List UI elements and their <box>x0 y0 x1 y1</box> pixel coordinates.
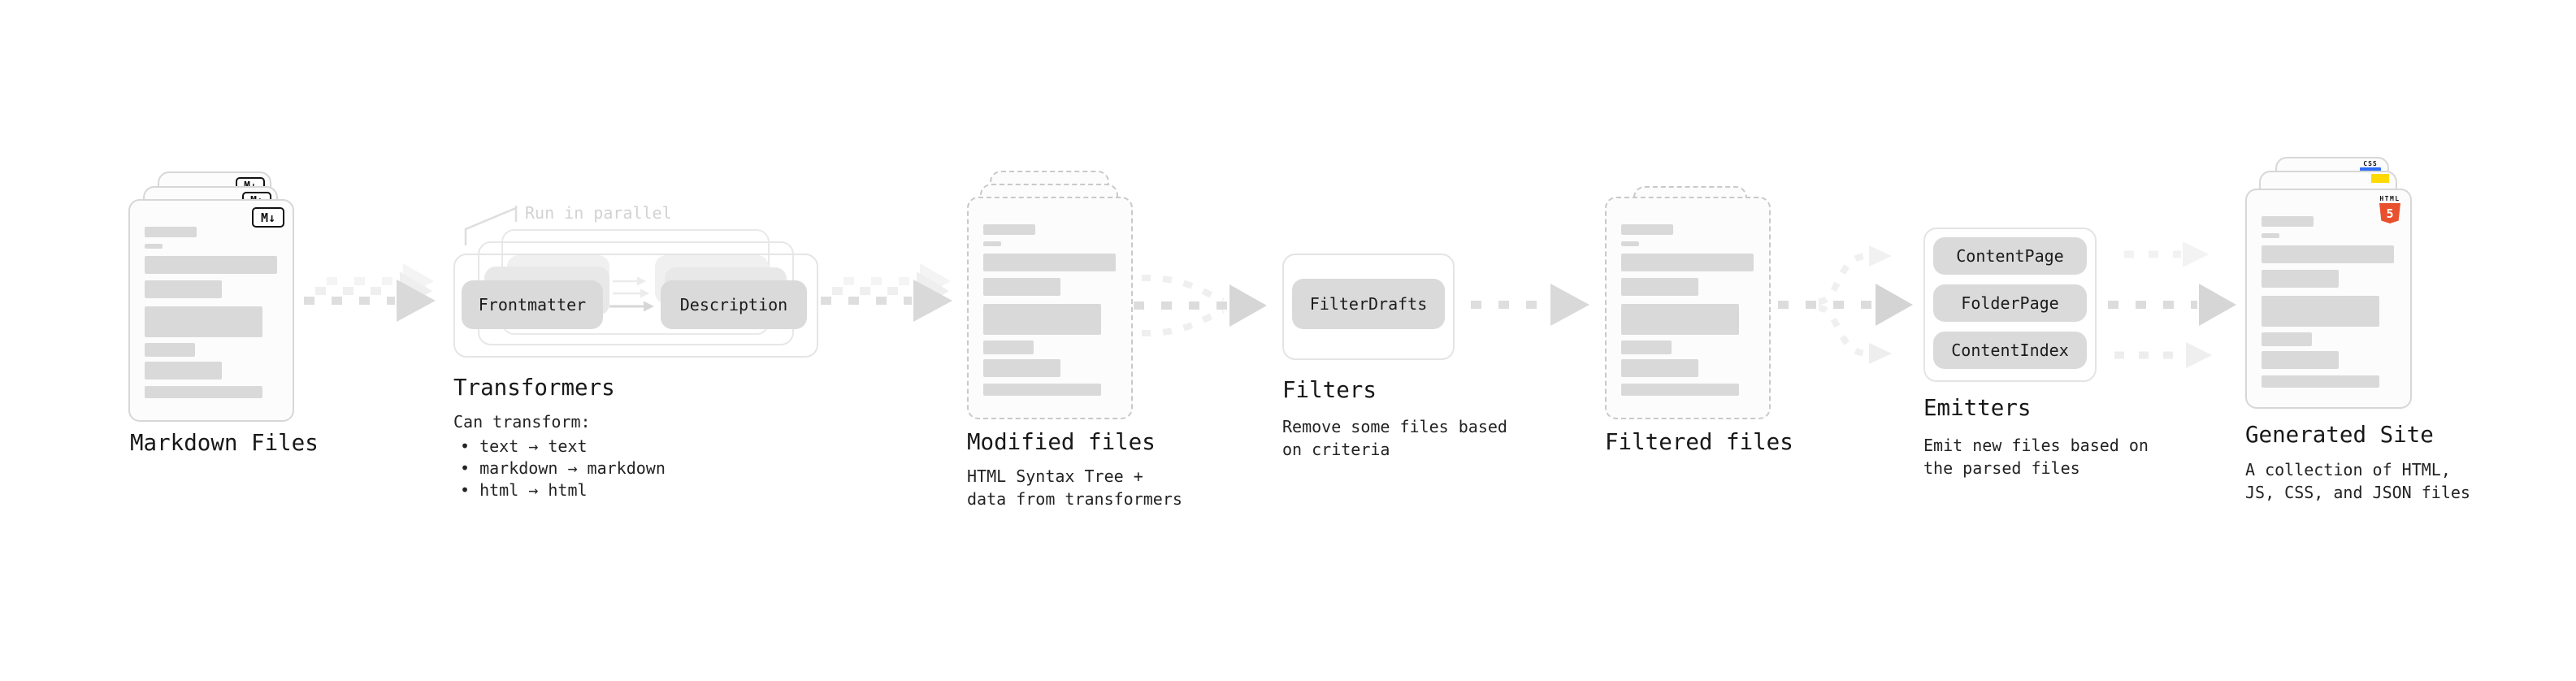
desc-line: A collection of HTML, <box>2245 460 2451 479</box>
stage-transformers: Run in parallel Frontmatter Description … <box>453 195 827 504</box>
stage-desc: Remove some files based on criteria <box>1282 416 1507 461</box>
skeleton-line <box>1621 224 1673 235</box>
html5-icon: HTML 5 <box>2378 195 2402 223</box>
skeleton-line <box>145 244 163 249</box>
skeleton-line <box>2262 233 2279 238</box>
filter-pill-filterdrafts: FilterDrafts <box>1292 279 1445 329</box>
desc-line: the parsed files <box>1923 458 2080 478</box>
file-card-front <box>1605 197 1771 419</box>
parallel-note: Run in parallel <box>525 203 672 223</box>
stage-title: Filters <box>1282 377 1377 403</box>
skeleton-line <box>145 362 222 380</box>
flow-arrow-stacked-icon <box>304 263 436 322</box>
desc-line: Remove some files based <box>1282 417 1507 436</box>
skeleton-line <box>145 386 262 398</box>
stage-filtered-files: Filtered files <box>1605 157 1816 498</box>
stage-title: Filtered files <box>1605 429 1793 455</box>
skeleton-line <box>2262 245 2394 263</box>
js-icon <box>2371 174 2389 183</box>
markdown-icon: M↓ <box>252 207 284 228</box>
transformer-pill-frontmatter: Frontmatter <box>462 280 603 329</box>
stage-title: Transformers <box>453 375 615 401</box>
parallel-arrows-icon <box>609 276 654 312</box>
stage-emitters: ContentPage FolderPage ContentIndex Emit… <box>1923 228 2167 488</box>
bullet-item: • html → html <box>460 480 588 500</box>
pill-label: Description <box>679 295 788 314</box>
callout-line-icon <box>464 206 518 245</box>
skeleton-line <box>1621 241 1639 246</box>
skeleton-line <box>983 359 1060 377</box>
skeleton-line <box>1621 254 1754 271</box>
skeleton-line <box>2262 351 2339 369</box>
skeleton-line <box>145 280 222 298</box>
stage-title: Emitters <box>1923 395 2032 421</box>
css-icon: CSS <box>2358 160 2383 171</box>
stage-desc-heading: Can transform: <box>453 412 591 432</box>
stage-title: Generated Site <box>2245 422 2434 448</box>
skeleton-line <box>145 227 197 237</box>
stage-title: Markdown Files <box>130 430 319 456</box>
skeleton-line <box>145 343 195 357</box>
skeleton-line <box>1621 340 1672 354</box>
desc-line: JS, CSS, and JSON files <box>2245 482 2470 502</box>
stage-markdown-files: M↓ M↓ M↓ Markdown Files <box>127 157 338 498</box>
merge-arrow-icon <box>1134 275 1267 336</box>
css-icon-label: CSS <box>2363 160 2378 167</box>
skeleton-line <box>1621 304 1739 335</box>
html5-icon-shield: 5 <box>2379 203 2400 223</box>
file-card-front <box>967 197 1133 419</box>
skeleton-line <box>983 304 1101 335</box>
transformer-pill-description: Description <box>661 280 807 329</box>
bullet-item: • markdown → markdown <box>460 458 666 478</box>
pill-label: ContentIndex <box>1951 340 2069 360</box>
file-card-front: HTML 5 <box>2245 189 2412 409</box>
pill-label: ContentPage <box>1956 246 2064 266</box>
desc-line: on criteria <box>1282 439 1390 459</box>
stage-desc: A collection of HTML, JS, CSS, and JSON … <box>2245 459 2470 504</box>
skeleton-line <box>983 278 1060 296</box>
html5-icon-label: HTML <box>2379 195 2400 202</box>
flow-arrow-stacked-icon <box>821 263 952 322</box>
stage-desc: Emit new files based on the parsed files <box>1923 435 2149 479</box>
stage-title: Modified files <box>967 429 1156 455</box>
skeleton-line <box>1621 359 1698 377</box>
markdown-icon-label: M↓ <box>260 210 276 225</box>
desc-line: data from transformers <box>967 488 1182 509</box>
bullet-item: • text → text <box>460 436 588 456</box>
skeleton-line <box>1621 384 1739 396</box>
skeleton-line <box>983 254 1116 271</box>
stage-generated-site: CSS HTML 5 Generated Site A collection o… <box>2245 157 2489 514</box>
skeleton-line <box>983 340 1034 354</box>
pill-label: Frontmatter <box>478 295 587 314</box>
skeleton-line <box>2262 375 2379 388</box>
skeleton-line <box>983 384 1101 396</box>
skeleton-line <box>2262 296 2379 327</box>
desc-line: Emit new files based on <box>1923 436 2149 455</box>
stage-filters: FilterDrafts Filters Remove some files b… <box>1282 254 1518 465</box>
skeleton-line <box>2262 332 2312 346</box>
triple-arrow-icon <box>2108 241 2236 368</box>
emitter-pill-folderpage: FolderPage <box>1933 284 2087 322</box>
skeleton-line <box>1621 278 1698 296</box>
file-card-front: M↓ <box>128 199 294 422</box>
diverge-arrow-icon <box>1778 245 1913 364</box>
skeleton-line <box>145 256 277 274</box>
stage-modified-files: Modified files HTML Syntax Tree + data f… <box>967 157 1182 514</box>
stage-desc: HTML Syntax Tree + data from transformer… <box>967 466 1182 510</box>
css-icon-bar <box>2360 167 2381 171</box>
emitter-pill-contentindex: ContentIndex <box>1933 332 2087 369</box>
pill-label: FilterDrafts <box>1309 294 1428 314</box>
skeleton-line <box>2262 216 2314 227</box>
skeleton-line <box>2262 270 2339 288</box>
skeleton-line <box>145 306 262 337</box>
skeleton-line <box>983 224 1035 235</box>
transformer-box-front <box>453 254 818 358</box>
skeleton-line <box>983 241 1001 246</box>
emitter-pill-contentpage: ContentPage <box>1933 237 2087 275</box>
desc-line: HTML Syntax Tree + <box>967 466 1143 486</box>
pill-label: FolderPage <box>1961 293 2059 313</box>
flow-arrow-icon <box>1471 284 1589 326</box>
